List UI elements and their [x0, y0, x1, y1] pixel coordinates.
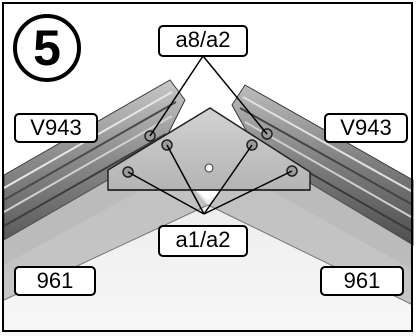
label-left-rail: V943	[14, 113, 98, 143]
label-a8-a2: a8/a2	[158, 25, 248, 57]
label-left-panel: 961	[14, 266, 96, 296]
outer-frame	[2, 2, 413, 332]
connector-plate	[107, 107, 311, 191]
label-right-panel: 961	[320, 266, 404, 296]
step-number-badge: 5	[13, 14, 81, 82]
leader-lines	[127, 55, 293, 215]
label-a1-a2: a1/a2	[158, 225, 248, 257]
center-hole	[204, 163, 214, 173]
label-right-rail: V943	[324, 113, 408, 143]
